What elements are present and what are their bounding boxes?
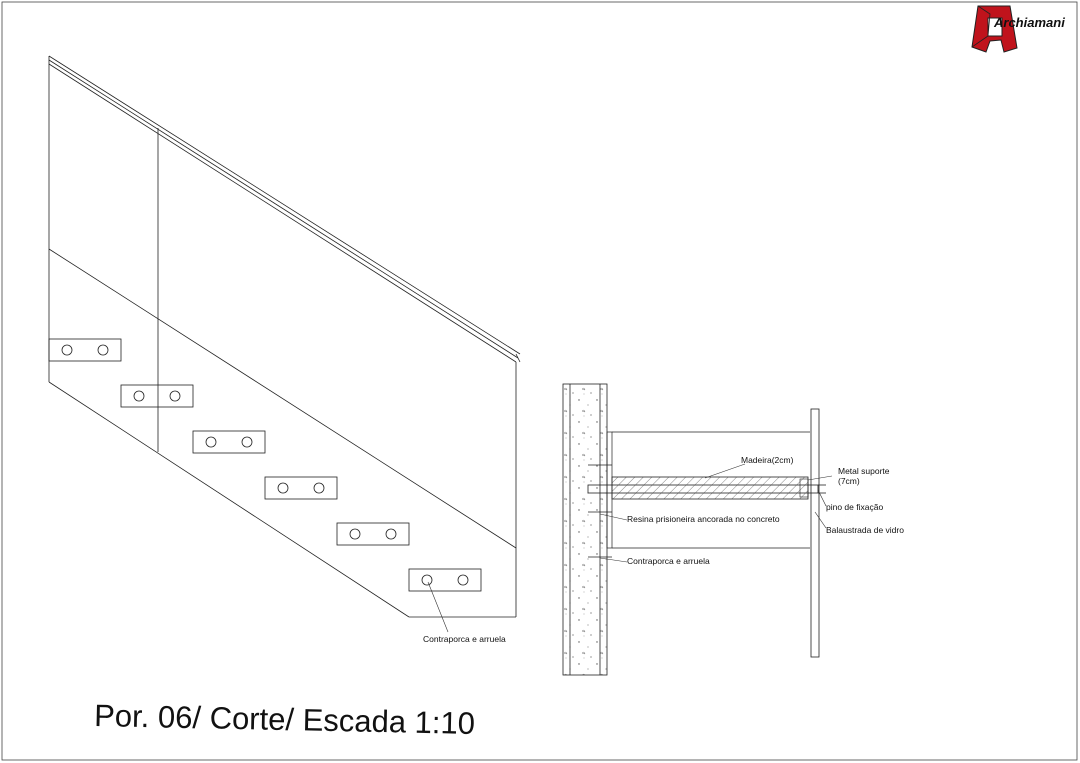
metal-suporte-size-label: (7cm) — [838, 476, 860, 486]
anchor-plate — [48, 338, 122, 362]
bolt-hole — [385, 528, 397, 540]
stair-elevation: Contraporca e arruela — [48, 55, 521, 644]
pino-label: pino de fixação — [826, 502, 883, 512]
balaustrada-label: Balaustrada de vidro — [826, 525, 904, 535]
anchor-plate — [192, 430, 266, 454]
madeira-label: Madeira(2cm) — [741, 455, 794, 465]
section-detail: Madeira(2cm) Metal suporte (7cm) pino de… — [562, 383, 904, 676]
contraporca-label-section: Contraporca e arruela — [627, 556, 710, 566]
bolt-hole — [205, 436, 217, 448]
anchor-plate — [336, 522, 410, 546]
bolt-hole — [97, 344, 109, 356]
bolt-hole — [277, 482, 289, 494]
wood-tread — [611, 476, 809, 500]
logo-text: Archiamani — [993, 15, 1065, 30]
anchor-plate — [408, 568, 482, 592]
drawing-title: Por. 06/ Corte/ Escada 1:10 — [94, 698, 475, 741]
bolt-hole — [61, 344, 73, 356]
resina-label: Resina prisioneira ancorada no concreto — [627, 514, 780, 524]
bolt-hole — [133, 390, 145, 402]
anchor-plate — [120, 384, 194, 408]
metal-suporte-label: Metal suporte — [838, 466, 890, 476]
bolt-hole — [241, 436, 253, 448]
archiamani-logo: Archiamani — [971, 5, 1065, 53]
bolt-hole — [457, 574, 469, 586]
anchor-plates — [48, 338, 482, 592]
bolt-hole — [421, 574, 433, 586]
bolt-hole — [169, 390, 181, 402]
glass-balustrade — [810, 408, 820, 658]
anchor-plate — [264, 476, 338, 500]
contraporca-label-elevation: Contraporca e arruela — [423, 634, 506, 644]
bolt-hole — [349, 528, 361, 540]
contraporca-leader — [427, 581, 449, 633]
bolt-hole — [313, 482, 325, 494]
